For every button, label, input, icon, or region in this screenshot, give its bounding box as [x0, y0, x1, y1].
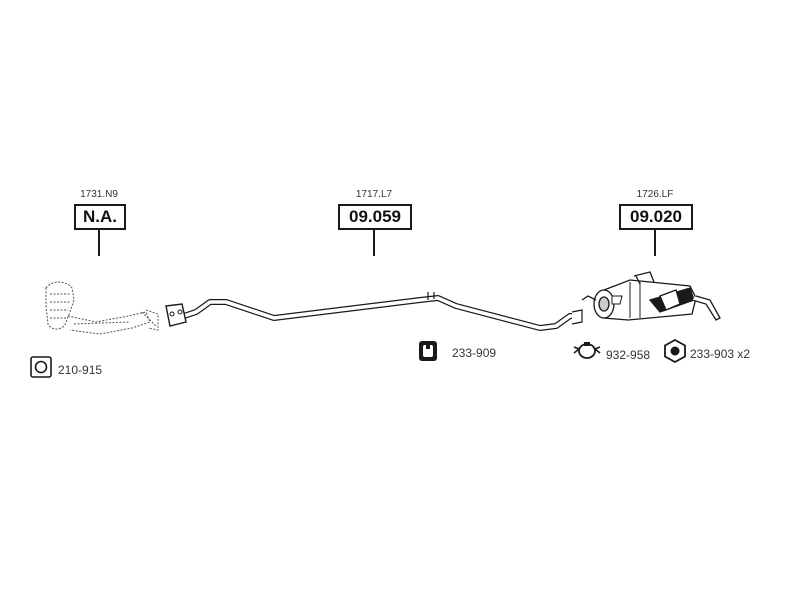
- rubber-hanger-icon[interactable]: [417, 340, 439, 367]
- front-pipe-drawing: [45, 281, 159, 335]
- assembly-code-1[interactable]: N.A.: [74, 204, 126, 230]
- intermediate-pipe-drawing: [165, 292, 583, 331]
- assembly-ref-2: 1717.L7: [355, 189, 393, 200]
- rear-silencer-drawing: [581, 271, 721, 321]
- part-label-233-903: 233-903 x2: [690, 347, 751, 361]
- assembly-code-2[interactable]: 09.059: [338, 204, 412, 230]
- part-label-210-915: 210-915: [58, 363, 103, 377]
- gasket-icon[interactable]: [30, 356, 52, 383]
- clamp-icon[interactable]: [572, 341, 602, 366]
- nut-icon[interactable]: [663, 338, 687, 368]
- part-label-932-958: 932-958: [606, 348, 651, 362]
- assembly-code-3[interactable]: 09.020: [619, 204, 693, 230]
- assembly-ref-1: 1731.N9: [80, 189, 118, 200]
- assembly-ref-3: 1726.LF: [636, 189, 674, 200]
- part-label-233-909: 233-909: [452, 346, 497, 360]
